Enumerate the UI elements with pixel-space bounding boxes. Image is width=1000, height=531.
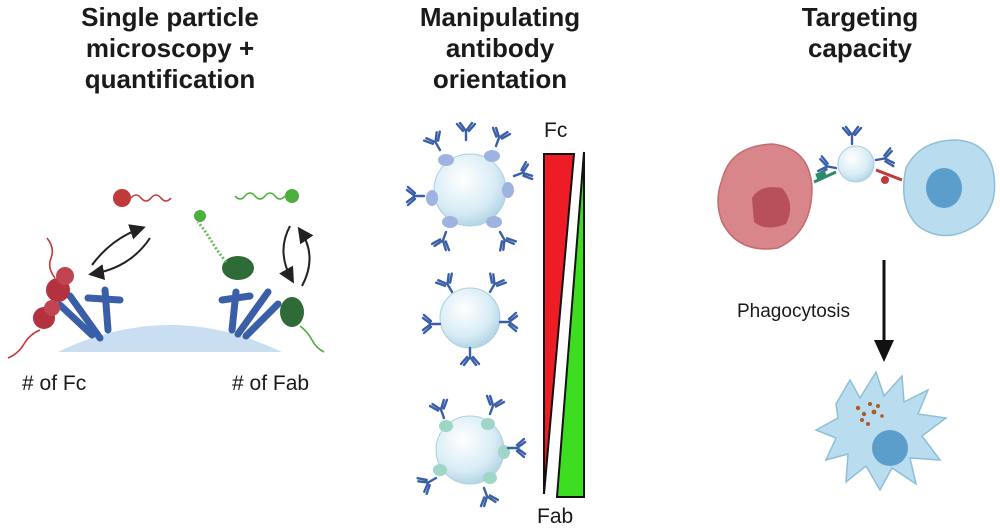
title-middle-line1: Manipulating xyxy=(419,2,581,32)
free-fab-probe xyxy=(234,189,299,203)
title-left-line2: microscopy + xyxy=(85,33,255,63)
wedge-label-fab: Fab xyxy=(537,505,574,528)
label-number-of-fab: # of Fab xyxy=(232,372,310,395)
title-right-line2: capacity xyxy=(807,33,913,63)
macrophage-top xyxy=(903,139,996,237)
left-panel-scene xyxy=(7,189,325,359)
particle-surface xyxy=(58,325,282,352)
particle-fab-oriented xyxy=(415,393,527,509)
title-left-line3: quantification xyxy=(84,64,256,94)
particle-unmodified xyxy=(421,271,519,367)
fab-gradient-wedge xyxy=(555,151,585,498)
title-middle-line2: antibody xyxy=(445,33,555,63)
title-right-line1: Targeting xyxy=(801,2,919,32)
label-number-of-fc: # of Fc xyxy=(22,372,87,395)
title-left-line1: Single particle xyxy=(81,2,259,32)
title-middle-line3: orientation xyxy=(432,64,568,94)
exchange-arrows xyxy=(88,224,314,287)
free-fc-probe xyxy=(113,189,172,207)
connector-particle xyxy=(813,125,903,184)
panel-title-middle: Manipulating antibody orientation xyxy=(365,2,635,95)
wedge-label-fc: Fc xyxy=(544,119,568,142)
antibody-right-large xyxy=(218,288,282,340)
panel-title-left: Single particle microscopy + quantificat… xyxy=(20,2,320,95)
panel-title-right: Targeting capacity xyxy=(745,2,975,64)
fab-probe-molecules xyxy=(194,210,325,353)
antibody-left-large xyxy=(56,286,124,342)
fc-probe-molecules xyxy=(7,237,74,359)
tumor-cell xyxy=(717,143,813,250)
phagocytosis-label: Phagocytosis xyxy=(737,301,851,322)
macrophage-after-phagocytosis xyxy=(814,370,948,492)
right-panel-scene xyxy=(717,125,996,492)
phagocytosis-arrow-head xyxy=(874,340,894,362)
particle-fc-oriented xyxy=(405,121,535,253)
middle-panel-scene xyxy=(405,121,585,509)
fc-gradient-wedge xyxy=(543,153,576,495)
